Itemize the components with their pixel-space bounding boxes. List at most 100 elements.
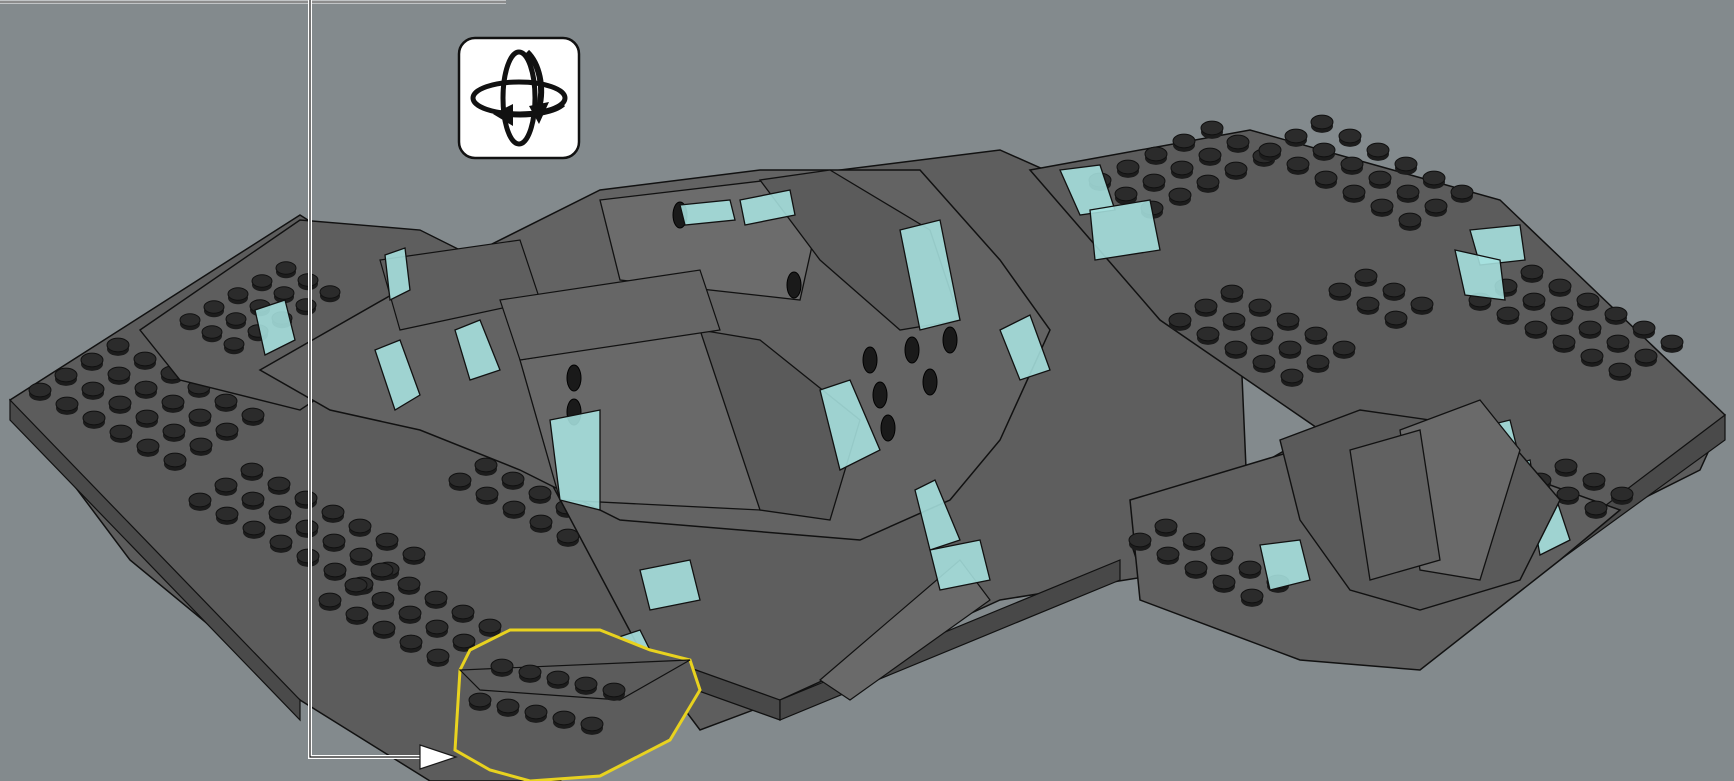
stud-top: [529, 486, 551, 500]
stud-top: [345, 578, 367, 592]
stud-top: [1425, 199, 1447, 213]
stud-top: [1551, 307, 1573, 321]
stud-top: [224, 338, 244, 350]
stud-top: [1221, 285, 1243, 299]
stud-top: [324, 563, 346, 577]
stud-top: [1385, 311, 1407, 325]
stud-top: [189, 493, 211, 507]
stud-top: [1549, 279, 1571, 293]
stud-top: [1279, 341, 1301, 355]
stud-top: [320, 286, 340, 298]
engine-port: [863, 347, 877, 373]
stud-top: [295, 491, 317, 505]
stud-top: [1633, 321, 1655, 335]
stud-top: [1313, 143, 1335, 157]
stud-top: [1225, 162, 1247, 176]
stud-top: [491, 659, 513, 673]
stud-top: [108, 367, 130, 381]
stud-top: [349, 519, 371, 533]
stud-top: [1169, 188, 1191, 202]
stud-top: [1523, 293, 1545, 307]
stud-top: [109, 396, 131, 410]
stud-top: [503, 501, 525, 515]
stud-top: [502, 472, 524, 486]
stud-top: [56, 397, 78, 411]
engine-port: [873, 382, 887, 408]
stud-top: [323, 534, 345, 548]
stud-top: [1155, 519, 1177, 533]
stud-top: [81, 353, 103, 367]
stud-top: [1611, 487, 1633, 501]
stud-top: [1197, 175, 1219, 189]
stud-top: [476, 487, 498, 501]
stud-top: [479, 619, 501, 633]
stud-top: [1521, 265, 1543, 279]
stud-top: [268, 477, 290, 491]
stud-top: [274, 287, 294, 299]
stud-top: [83, 411, 105, 425]
stud-top: [226, 313, 246, 325]
stud-top: [519, 665, 541, 679]
stud-top: [162, 395, 184, 409]
stud-top: [1343, 185, 1365, 199]
stud-top: [1143, 174, 1165, 188]
stud-top: [1579, 321, 1601, 335]
stud-top: [163, 424, 185, 438]
stud-top: [1183, 533, 1205, 547]
stud-top: [350, 548, 372, 562]
stud-top: [216, 507, 238, 521]
stud-top: [452, 605, 474, 619]
stud-top: [296, 520, 318, 534]
stud-top: [1259, 143, 1281, 157]
stud-top: [346, 607, 368, 621]
stud-top: [1583, 473, 1605, 487]
stud-top: [1581, 349, 1603, 363]
stud-top: [1307, 355, 1329, 369]
stud-top: [371, 563, 393, 577]
stud-top: [469, 693, 491, 707]
stud-top: [1371, 199, 1393, 213]
stud-top: [242, 492, 264, 506]
stud-top: [1287, 157, 1309, 171]
stud-top: [1315, 171, 1337, 185]
stud-top: [189, 409, 211, 423]
stud-top: [581, 717, 603, 731]
stud-top: [242, 408, 264, 422]
stud-top: [322, 505, 344, 519]
engine-port: [787, 272, 801, 298]
stud-top: [1281, 369, 1303, 383]
stud-top: [1369, 171, 1391, 185]
stud-top: [1201, 121, 1223, 135]
stud-top: [29, 383, 51, 397]
stud-top: [135, 381, 157, 395]
stud-top: [553, 711, 575, 725]
stud-top: [1223, 313, 1245, 327]
stud-top: [1383, 283, 1405, 297]
stud-top: [215, 478, 237, 492]
stud-top: [82, 382, 104, 396]
stud-top: [190, 438, 212, 452]
engine-port: [567, 365, 581, 391]
stud-top: [426, 620, 448, 634]
stud-top: [1395, 157, 1417, 171]
engine-port: [881, 415, 895, 441]
stud-top: [1553, 335, 1575, 349]
stud-top: [1195, 299, 1217, 313]
stud-top: [497, 699, 519, 713]
stud-top: [1525, 321, 1547, 335]
stud-top: [1609, 363, 1631, 377]
stud-top: [1357, 297, 1379, 311]
stud-top: [1277, 313, 1299, 327]
stud-top: [1157, 547, 1179, 561]
stud-top: [373, 621, 395, 635]
stud-top: [1423, 171, 1445, 185]
stud-top: [557, 529, 579, 543]
stud-top: [1497, 307, 1519, 321]
stud-top: [1249, 299, 1271, 313]
stud-top: [110, 425, 132, 439]
stud-top: [400, 635, 422, 649]
new-part-highlight: [455, 630, 700, 781]
stud-top: [1213, 575, 1235, 589]
stud-top: [216, 423, 238, 437]
